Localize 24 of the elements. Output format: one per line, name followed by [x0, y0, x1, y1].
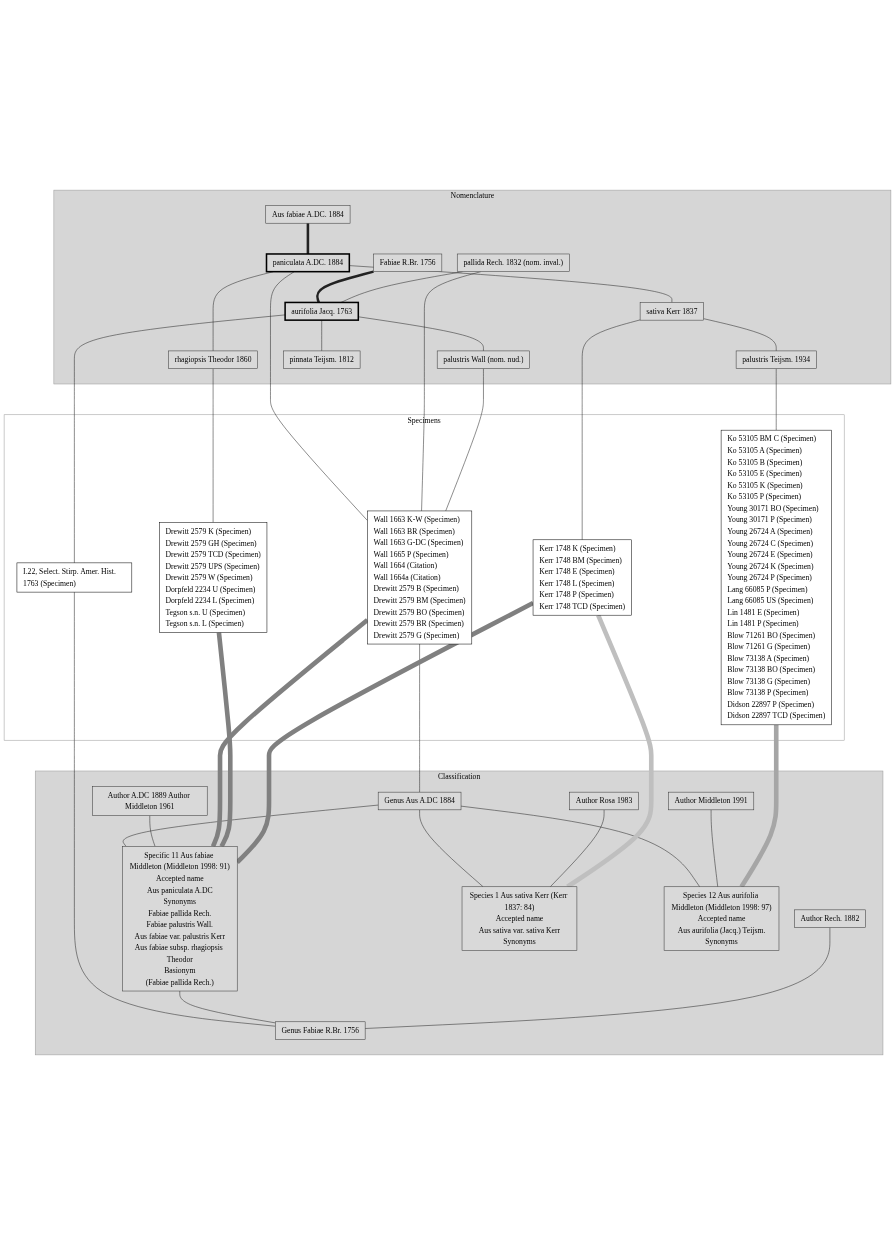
connector	[74, 591, 276, 1027]
connector	[216, 632, 233, 848]
connector	[122, 804, 379, 847]
connector	[315, 270, 374, 303]
connector	[270, 271, 368, 521]
connector	[210, 618, 369, 848]
connector	[74, 314, 286, 564]
connector	[419, 643, 420, 793]
connector	[550, 809, 605, 888]
connector	[460, 805, 700, 888]
connector	[364, 927, 831, 1029]
connector	[710, 809, 718, 888]
connector	[421, 271, 482, 512]
connector	[445, 368, 484, 512]
connector	[358, 316, 484, 352]
connector	[321, 319, 322, 352]
connector	[581, 319, 641, 541]
connector	[739, 724, 779, 888]
connector	[179, 990, 276, 1024]
connector	[212, 368, 214, 523]
connector	[149, 815, 156, 847]
connector	[306, 223, 310, 254]
connector	[703, 318, 777, 352]
connector	[419, 809, 484, 888]
